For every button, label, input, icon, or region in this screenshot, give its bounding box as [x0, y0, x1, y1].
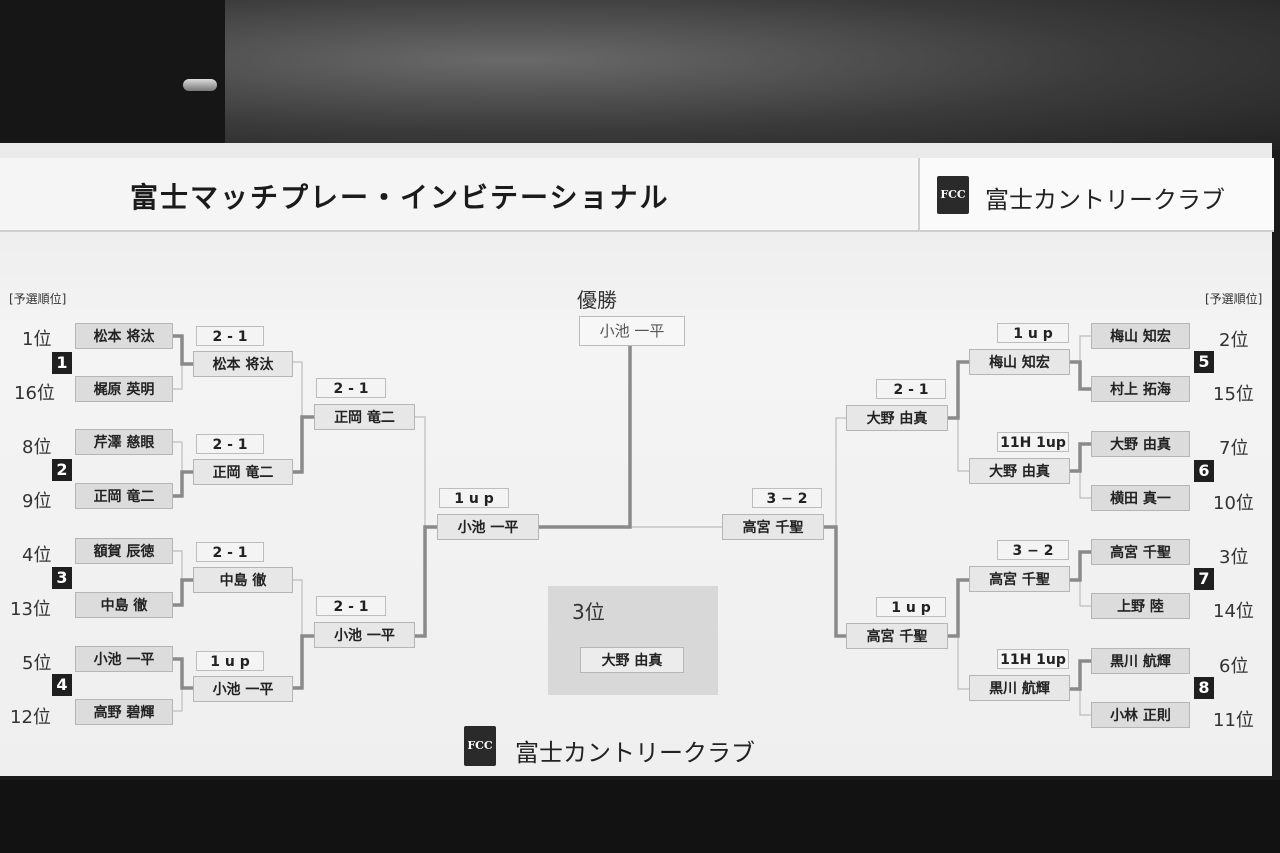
rank-left: 1位: [22, 329, 52, 350]
club-name-top: 富士カントリークラブ: [985, 186, 1225, 214]
third-place-panel: [548, 586, 718, 695]
rank-left: 9位: [22, 491, 52, 512]
logo-band: [918, 158, 1274, 232]
seed-badge-right-6: 6: [1194, 460, 1214, 482]
winner-box-right-sf: 高宮 千聖: [722, 514, 824, 540]
match-score-left-r1: 2 - 1: [196, 326, 264, 346]
match-score-right-r1: 3 − 2: [997, 540, 1069, 560]
player-box-left: 松本 将汰: [75, 323, 173, 349]
rank-left: 4位: [22, 545, 52, 566]
player-box-left: 小池 一平: [75, 646, 173, 672]
player-box-right: 高宮 千聖: [1091, 539, 1190, 565]
rank-right: 14位: [1213, 601, 1254, 622]
match-score-left-r1: 2 - 1: [196, 434, 264, 454]
match-score-left-sf: 1 u p: [439, 488, 509, 508]
floor-shadow: [0, 780, 1280, 853]
rank-right: 7位: [1219, 438, 1249, 459]
champion-label: 優勝: [577, 288, 617, 312]
winner-box-right-r2: 高宮 千聖: [846, 623, 948, 649]
winner-box-right-r1: 大野 由真: [969, 458, 1070, 484]
title-band: [0, 158, 918, 232]
seed-badge-left-2: 2: [52, 459, 72, 481]
match-score-right-r2: 1 u p: [876, 597, 946, 617]
rank-left: 5位: [22, 653, 52, 674]
winner-box-left-r1: 正岡 竜二: [193, 459, 293, 485]
player-box-left: 正岡 竜二: [75, 483, 173, 509]
player-box-left: 芹澤 慈眼: [75, 429, 173, 455]
winner-box-right-r1: 高宮 千聖: [969, 566, 1070, 592]
rank-right: 6位: [1219, 656, 1249, 677]
club-emblem-bottom-icon: FCC: [464, 726, 496, 766]
rank-right: 3位: [1219, 547, 1249, 568]
third-place-label: 3位: [572, 600, 605, 624]
rank-left: 12位: [10, 707, 51, 728]
winner-box-left-r2: 正岡 竜二: [314, 404, 415, 430]
match-score-left-r1: 1 u p: [196, 651, 264, 671]
match-score-right-sf: 3 − 2: [752, 488, 822, 508]
player-box-left: 梶原 英明: [75, 376, 173, 402]
tournament-title: 富士マッチプレー・インビテーショナル: [130, 181, 670, 214]
club-emblem-icon: FCC: [937, 176, 969, 214]
match-score-right-r2: 2 - 1: [876, 379, 946, 399]
winner-box-left-r2: 小池 一平: [314, 622, 415, 648]
match-score-right-r1: 1 u p: [997, 323, 1069, 343]
player-box-left: 額賀 辰徳: [75, 538, 173, 564]
player-box-left: 中島 徹: [75, 592, 173, 618]
player-box-right: 梅山 知宏: [1091, 323, 1190, 349]
player-box-left: 高野 碧輝: [75, 699, 173, 725]
winner-box-right-r1: 黒川 航輝: [969, 675, 1070, 701]
rank-right: 2位: [1219, 330, 1249, 351]
match-score-left-r2: 2 - 1: [316, 378, 386, 398]
seed-badge-left-3: 3: [52, 567, 72, 589]
seed-badge-left-4: 4: [52, 674, 72, 696]
seed-badge-right-8: 8: [1194, 677, 1214, 699]
winner-box-right-r1: 梅山 知宏: [969, 349, 1070, 375]
player-box-right: 小林 正則: [1091, 702, 1190, 728]
club-name-bottom: 富士カントリークラブ: [515, 739, 755, 767]
match-score-left-r1: 2 - 1: [196, 542, 264, 562]
seed-badge-left-1: 1: [52, 352, 72, 374]
winner-box-left-r1: 小池 一平: [193, 676, 293, 702]
player-box-right: 村上 拓海: [1091, 376, 1190, 402]
rank-right: 15位: [1213, 384, 1254, 405]
winner-box-left-r1: 中島 徹: [193, 567, 293, 593]
player-box-right: 上野 陸: [1091, 593, 1190, 619]
qualifying-label-right: [予選順位]: [1205, 292, 1263, 306]
qualifying-label-left: [予選順位]: [9, 292, 67, 306]
rank-right: 11位: [1213, 710, 1254, 731]
seed-badge-right-5: 5: [1194, 351, 1214, 373]
dark-wall-edge: [0, 0, 225, 150]
match-score-right-r1: 11H 1up: [997, 432, 1069, 452]
wall-hook: [183, 79, 217, 91]
player-box-right: 大野 由真: [1091, 431, 1190, 457]
rank-left: 8位: [22, 437, 52, 458]
winner-box-right-r2: 大野 由真: [846, 405, 948, 431]
champion-box: 小池 一平: [579, 316, 685, 346]
rank-right: 10位: [1213, 493, 1254, 514]
rank-left: 13位: [10, 599, 51, 620]
third-place-box: 大野 由真: [580, 647, 684, 673]
rank-left: 16位: [14, 383, 55, 404]
winner-box-left-r1: 松本 将汰: [193, 351, 293, 377]
match-score-right-r1: 11H 1up: [997, 649, 1069, 669]
winner-box-left-sf: 小池 一平: [437, 514, 539, 540]
player-box-right: 横田 真一: [1091, 485, 1190, 511]
seed-badge-right-7: 7: [1194, 568, 1214, 590]
match-score-left-r2: 2 - 1: [316, 596, 386, 616]
player-box-right: 黒川 航輝: [1091, 648, 1190, 674]
